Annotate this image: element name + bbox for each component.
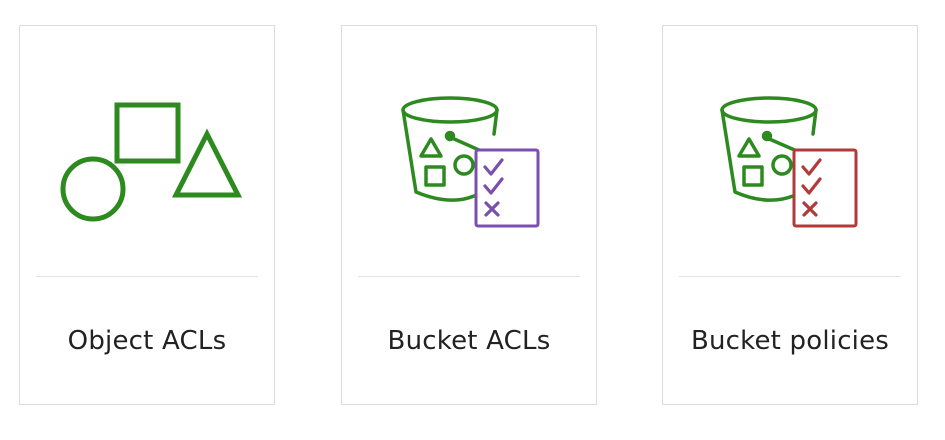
- card-bucket-acls[interactable]: Bucket ACLs: [341, 25, 597, 405]
- card-label: Object ACLs: [67, 326, 227, 356]
- shapes-icon: [20, 26, 276, 276]
- check-mark: [483, 158, 504, 176]
- card-divider: [358, 276, 580, 277]
- bucket-checklist-icon: [342, 26, 598, 276]
- check-mark: [483, 177, 504, 195]
- circle-shape: [60, 156, 126, 222]
- card-label: Bucket policies: [690, 326, 890, 356]
- card-object-acls[interactable]: Object ACLs: [19, 25, 275, 405]
- card-divider: [36, 276, 258, 277]
- card-label: Bucket ACLs: [387, 326, 551, 356]
- cross-mark: [484, 201, 500, 217]
- check-mark: [801, 158, 822, 176]
- check-mark: [801, 177, 822, 195]
- bucket-policy-icon: [663, 26, 919, 276]
- square-shape: [114, 102, 181, 164]
- triangle-shape: [171, 128, 243, 198]
- card-divider: [679, 276, 901, 277]
- cross-mark: [802, 201, 818, 217]
- card-bucket-policies[interactable]: Bucket policies: [662, 25, 918, 405]
